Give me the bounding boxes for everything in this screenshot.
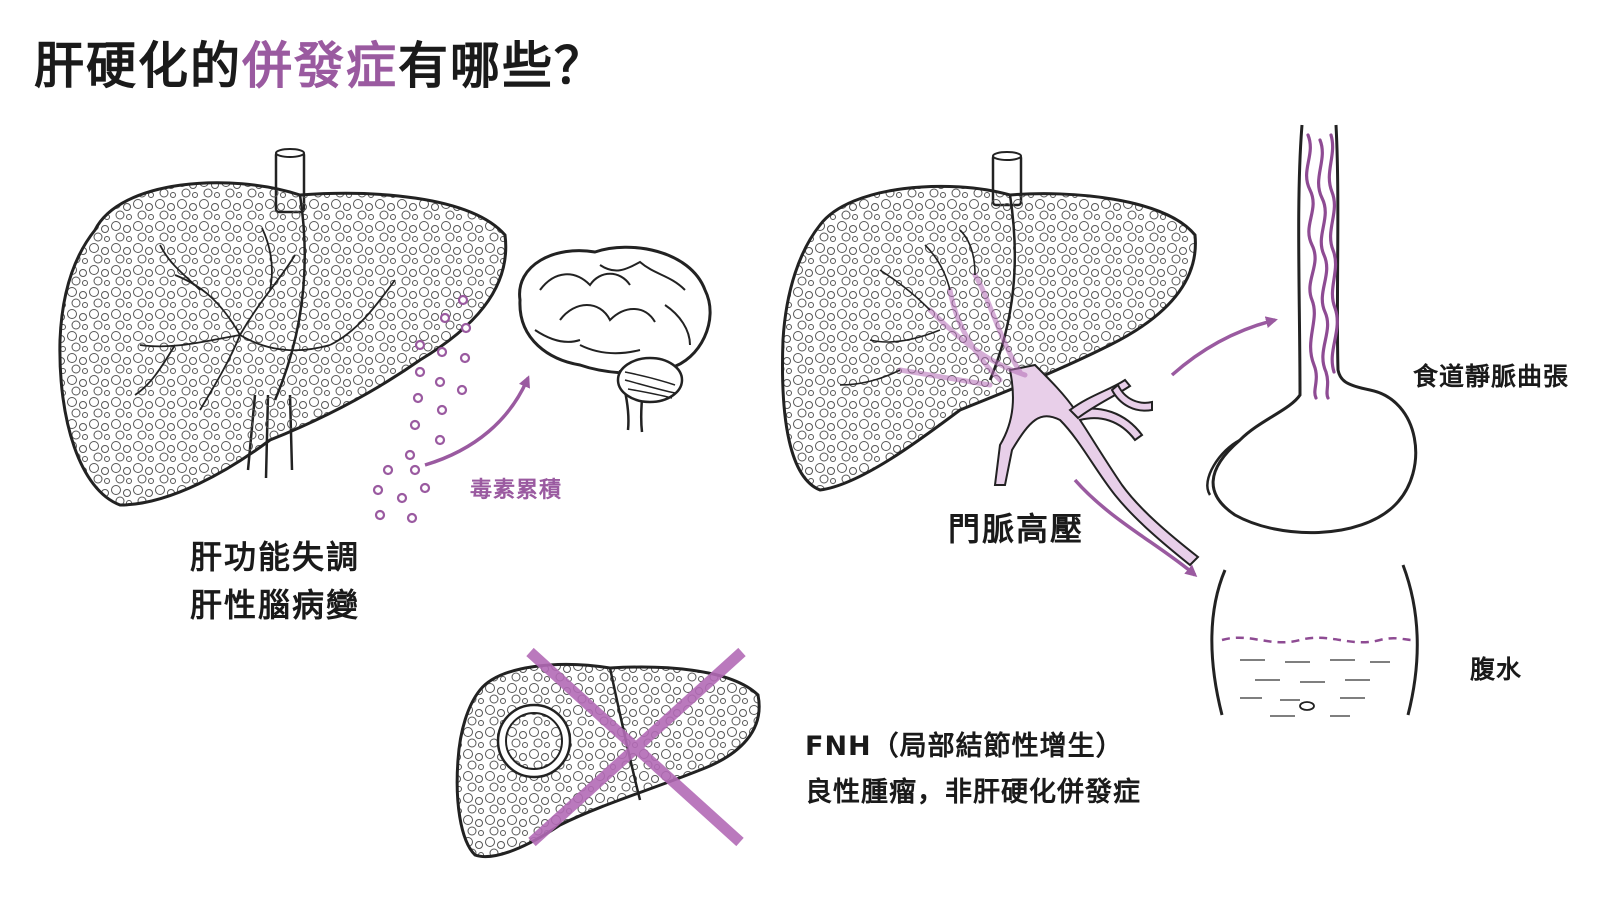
ascites-label: 腹水: [1470, 655, 1523, 684]
fnh-liver-icon: [455, 663, 761, 858]
cross-icon: [526, 647, 746, 847]
title-prefix: 肝硬化的: [34, 37, 242, 95]
hepatic-encephalopathy-label: 肝性腦病變: [190, 586, 361, 624]
esophageal-varices-label: 食道靜脈曲張: [1413, 362, 1570, 391]
title-suffix: 有哪些？: [398, 37, 606, 95]
arrow-to-esophagus: [1170, 316, 1278, 377]
liver-icon: [58, 148, 508, 507]
toxin-label: 毒素累積: [470, 478, 563, 503]
esophagus-stomach-icon: [1206, 124, 1418, 535]
arrow-to-abdomen: [1073, 478, 1198, 577]
liver-dysfunction-label: 肝功能失調: [190, 538, 361, 576]
portal-hypertension-label: 門脈高壓: [948, 510, 1085, 548]
brain-icon: [518, 245, 712, 433]
liver-portal-icon: [781, 151, 1200, 567]
page-title: 肝硬化的併發症有哪些？: [34, 26, 606, 98]
toxin-arrow: [424, 375, 530, 467]
fnh-note-label: 良性腫瘤，非肝硬化併發症: [805, 777, 1141, 808]
fnh-title-label: FNH（局部結節性增生）: [805, 731, 1124, 762]
title-highlight: 併發症: [242, 37, 398, 95]
abdomen-icon: [1210, 564, 1419, 717]
toxin-dots: [372, 294, 472, 524]
